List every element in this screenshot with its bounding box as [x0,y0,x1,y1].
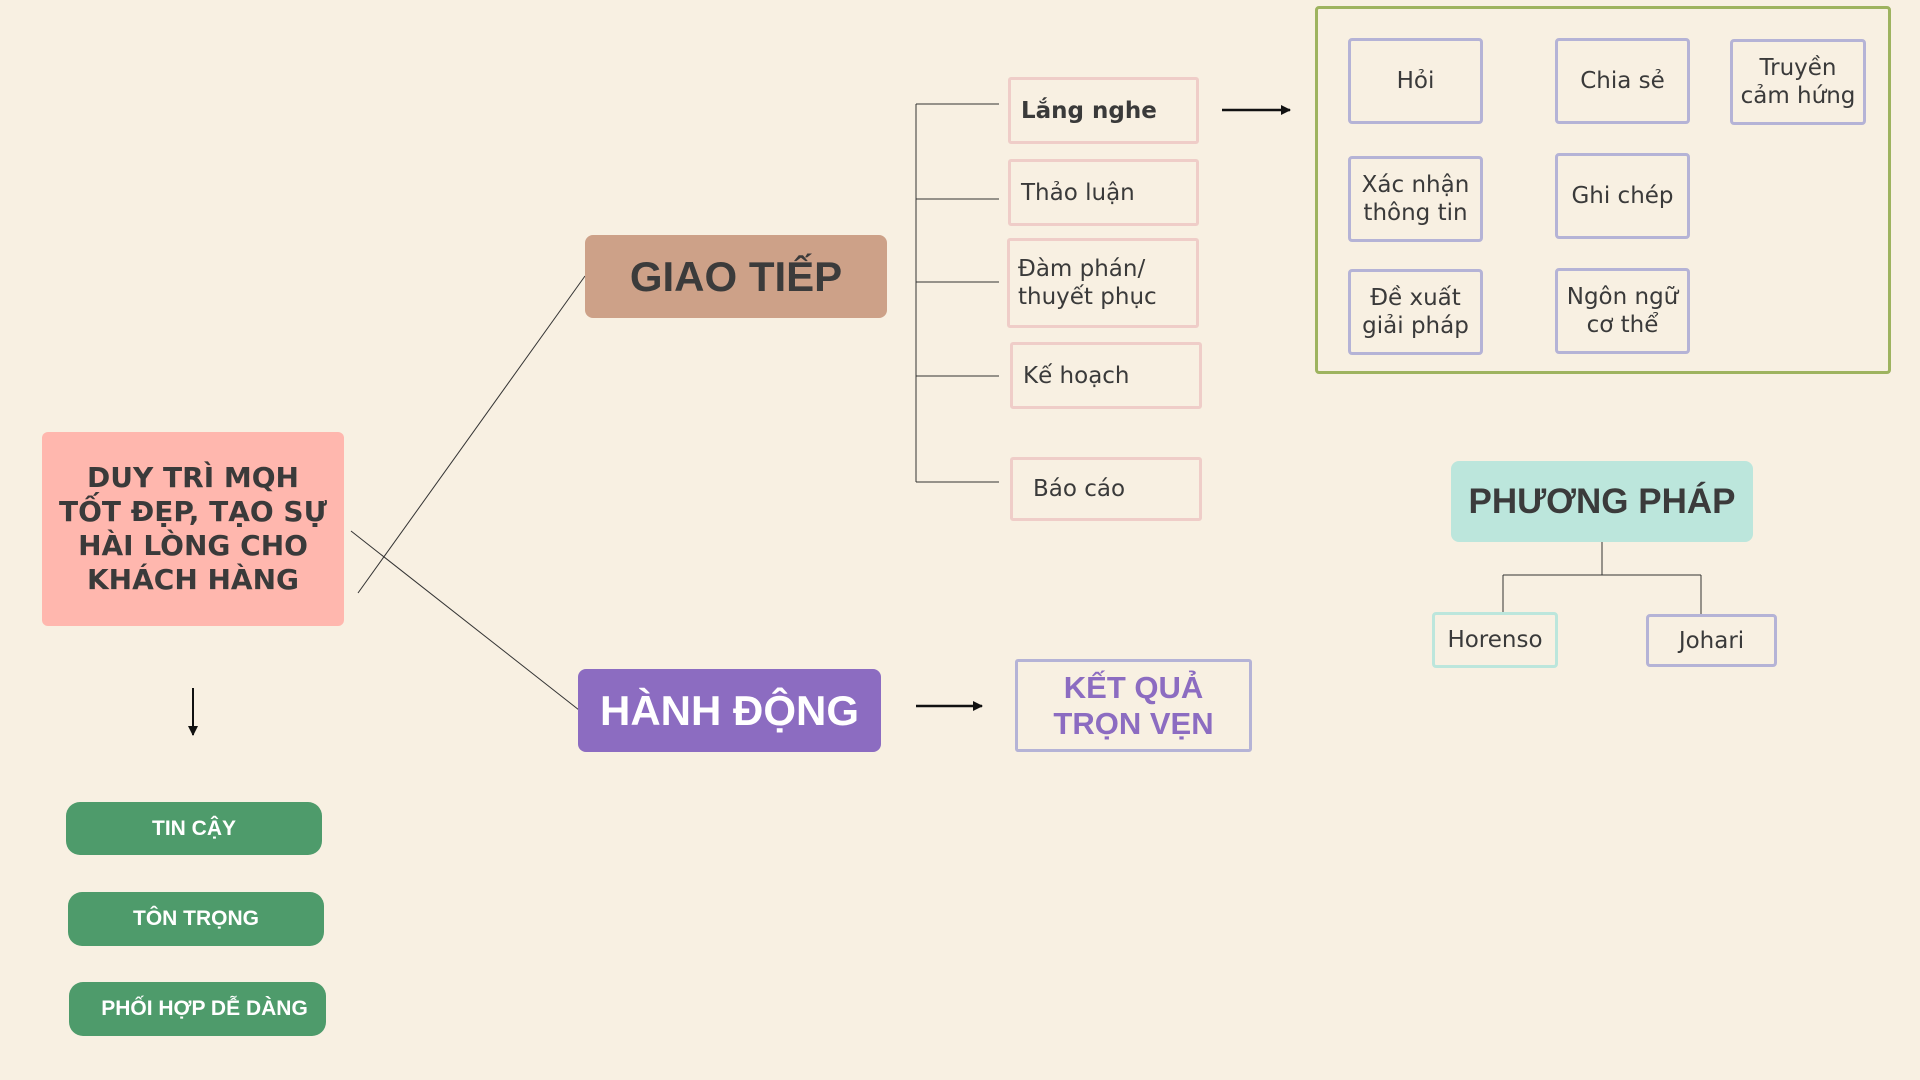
value-phoi-hop-de-dang: PHỐI HỢP DỄ DÀNG [69,982,326,1036]
goal-box: DUY TRÌ MQH TỐT ĐẸP, TẠO SỰ HÀI LÒNG CHO… [42,432,344,626]
item-bao-cao: Báo cáo [1010,457,1202,521]
item-ke-hoach: Kế hoạch [1010,342,1202,409]
item-dam-phan: Đàm phán/ thuyết phục [1007,238,1199,328]
hub-giao-tiep: GIAO TIẾP [585,235,887,318]
item-thao-luan: Thảo luận [1008,159,1199,226]
skill-chia-se: Chia sẻ [1555,38,1690,124]
skill-hoi: Hỏi [1348,38,1483,124]
item-lang-nghe: Lắng nghe [1008,77,1199,144]
skill-xac-nhan-thong-tin: Xác nhận thông tin [1348,156,1483,242]
value-tin-cay: TIN CẬY [66,802,322,855]
value-ton-trong: TÔN TRỌNG [68,892,324,946]
method-johari: Johari [1646,614,1777,667]
hub-hanh-dong: HÀNH ĐỘNG [578,669,881,752]
skill-de-xuat-giai-phap: Đề xuất giải pháp [1348,269,1483,355]
skill-ghi-chep: Ghi chép [1555,153,1690,239]
result-box: KẾT QUẢ TRỌN VẸN [1015,659,1252,752]
listening-skills-frame [1315,6,1891,374]
hub-phuong-phap: PHƯƠNG PHÁP [1451,461,1753,542]
skill-ngon-ngu-co-the: Ngôn ngữ cơ thể [1555,268,1690,354]
method-horenso: Horenso [1432,612,1558,668]
skill-truyen-cam-hung: Truyền cảm hứng [1730,39,1866,125]
